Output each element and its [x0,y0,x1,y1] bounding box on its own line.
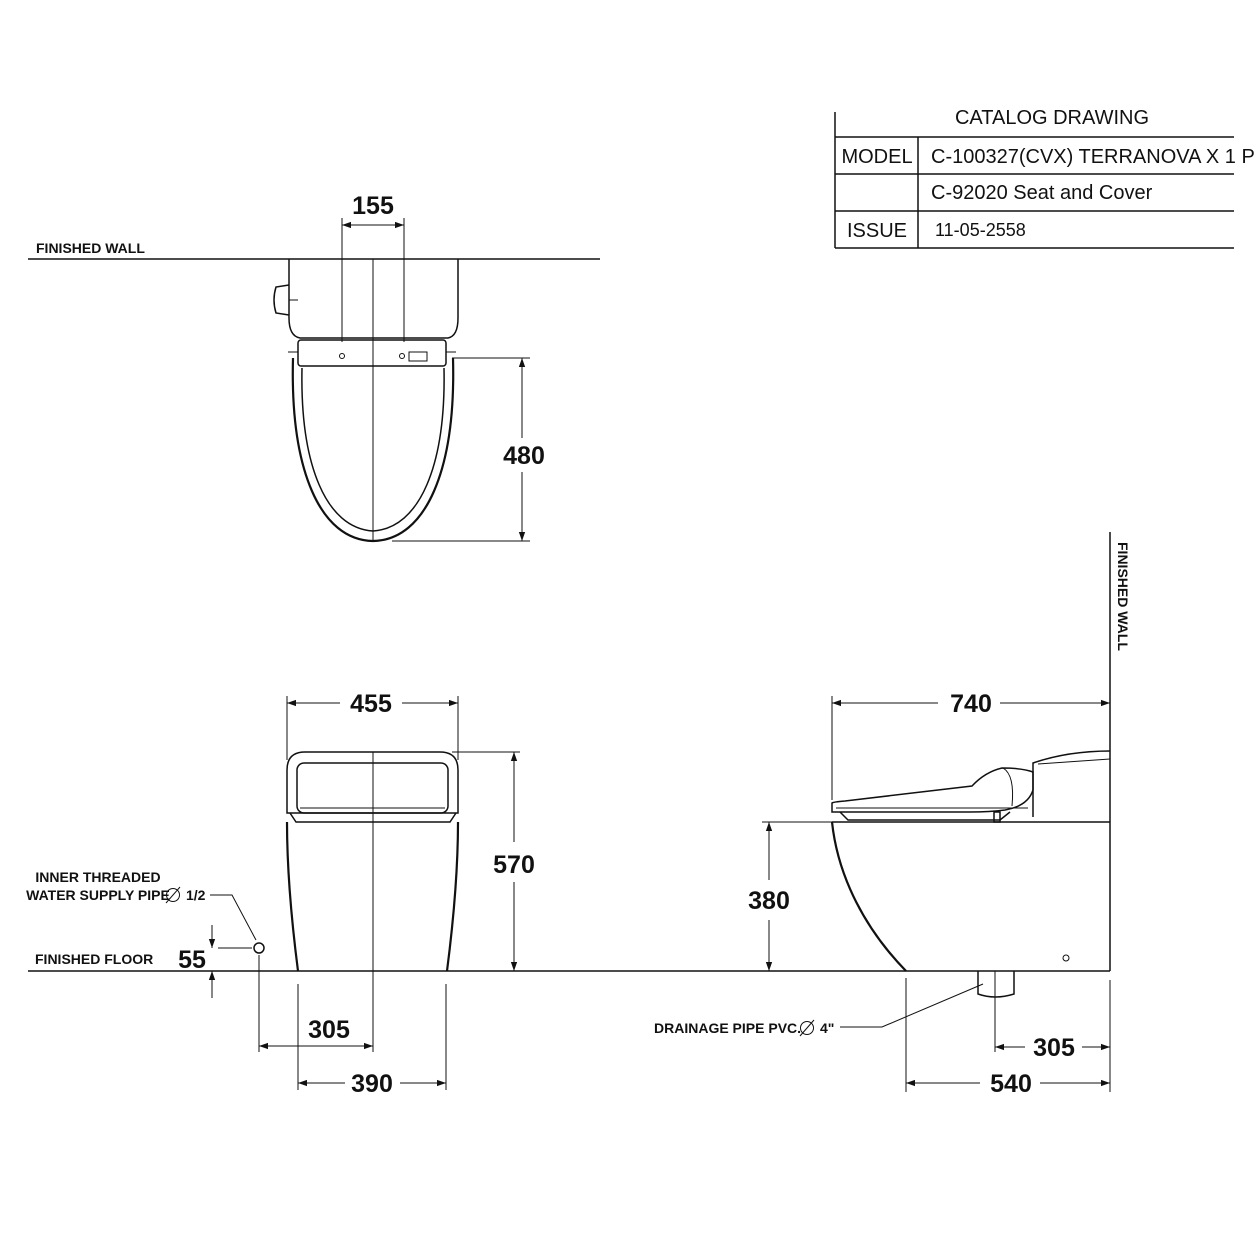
dim-front-height: 570 [493,851,535,879]
finished-wall-side-label: FINISHED WALL [1115,542,1131,651]
inner-threaded-label: INNER THREADED [35,869,160,885]
dim-top-depth: 480 [503,442,545,470]
top-view: FINISHED WALL 155 480 [28,192,600,543]
model-label: MODEL [841,146,912,168]
dim-front-inlet: 55 [178,946,206,974]
issue-value: 11-05-2558 [935,220,1026,240]
side-view: FINISHED WALL 740 380 DRAINAGE PIPE PVC [654,532,1131,1098]
water-supply-size: 1/2 [186,887,206,903]
dim-front-offset: 305 [308,1016,350,1044]
drainage-size: 4" [820,1020,834,1036]
dim-side-length: 740 [950,690,992,718]
title-heading: CATALOG DRAWING [955,107,1149,129]
front-view: FINISHED FLOOR 455 570 55 INNER THREADE [26,690,1110,1098]
dim-front-base: 390 [351,1070,393,1098]
dim-top-width: 155 [352,192,394,220]
drainage-label: DRAINAGE PIPE PVC. [654,1020,801,1036]
model-value: C-100327(CVX) TERRANOVA X 1 Pc. [931,146,1254,168]
dim-side-seat-height: 380 [748,887,790,915]
title-block: CATALOG DRAWING MODEL C-100327(CVX) TERR… [834,107,1254,249]
finished-floor-label: FINISHED FLOOR [35,951,153,967]
finished-wall-top-label: FINISHED WALL [36,240,145,256]
water-supply-label: WATER SUPPLY PIPE [26,887,170,903]
dim-front-width: 455 [350,690,392,718]
seat-value: C-92020 Seat and Cover [931,182,1153,204]
dim-side-rough-in: 305 [1033,1034,1075,1062]
issue-label: ISSUE [847,220,907,242]
dim-side-base: 540 [990,1070,1032,1098]
